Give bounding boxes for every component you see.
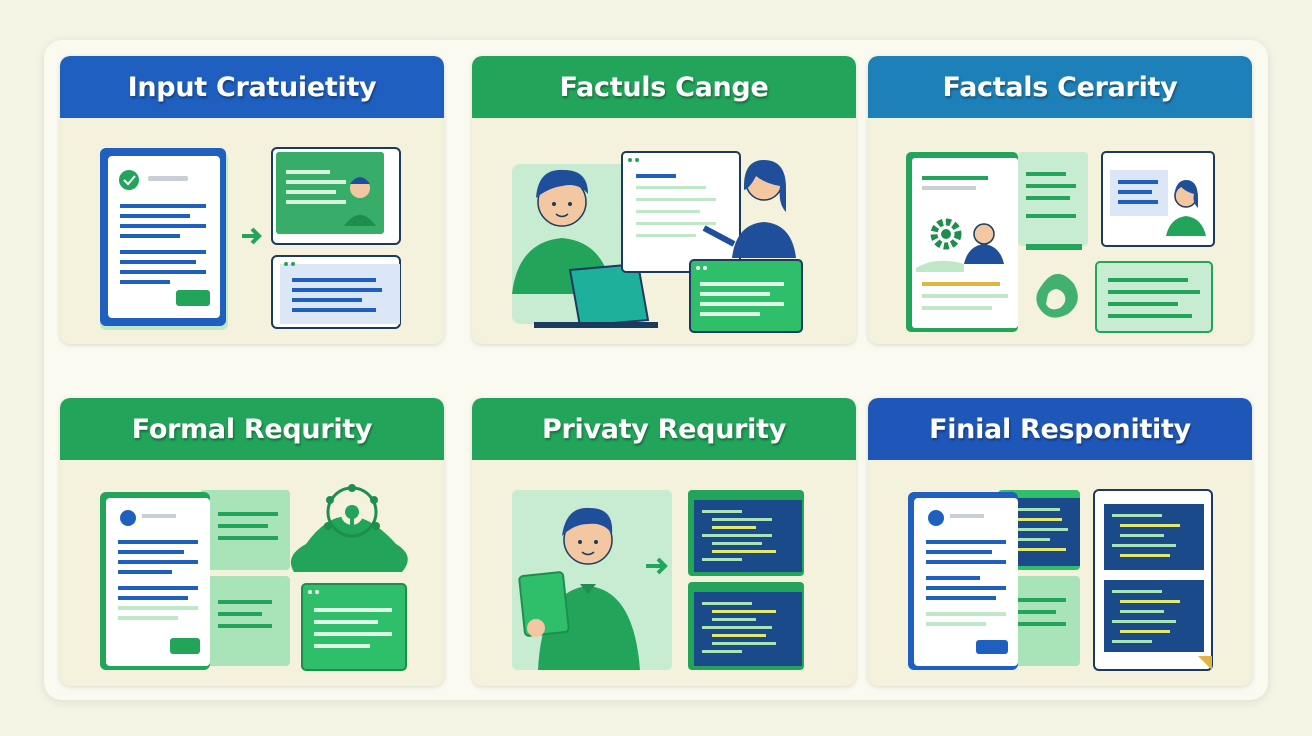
- panel-illustration: [868, 460, 1252, 686]
- tablet-icon: [518, 571, 570, 637]
- profile-window: [271, 147, 401, 245]
- panel-formal: Formal Requrity: [60, 398, 444, 686]
- panel-privacy: Privaty Requrity: [472, 398, 856, 686]
- panel-illustration: [868, 118, 1252, 344]
- arrow-right-icon: [646, 557, 668, 575]
- tree-icon: [290, 484, 408, 572]
- arrow-right-icon: [242, 227, 262, 245]
- code-window-icon: [689, 259, 803, 333]
- panel-title: Privaty Requrity: [472, 398, 856, 460]
- document-icon: [100, 148, 228, 330]
- code-window-icon: [1095, 261, 1213, 333]
- presenter-icon: [702, 160, 796, 258]
- team-window: [906, 152, 1018, 332]
- panel-title: Factuls Cange: [472, 56, 856, 118]
- panel-title: Input Cratuietity: [60, 56, 444, 118]
- panel-title: Finial Responitity: [868, 398, 1252, 460]
- document-icon: [908, 492, 1018, 670]
- recycle-icon: [1036, 273, 1078, 318]
- profile-window: [1101, 151, 1215, 247]
- panel-illustration: [472, 460, 856, 686]
- panel-responsibility: Finial Responitity: [868, 398, 1252, 686]
- text-window: [271, 255, 401, 329]
- panel-illustration: [60, 460, 444, 686]
- panel-clarity: Factals Cerarity: [868, 56, 1252, 344]
- slide-window: [621, 151, 741, 273]
- panel-illustration: [472, 118, 856, 344]
- panel-input: Input Cratuietity: [60, 56, 444, 344]
- side-lines: [1018, 152, 1088, 250]
- panel-title: Formal Requrity: [60, 398, 444, 460]
- panel-illustration: [60, 118, 444, 344]
- document-icon: [100, 490, 290, 670]
- diagram-board: Input Cratuietity: [44, 40, 1268, 700]
- code-window-icon: [1093, 489, 1213, 671]
- gear-icon: [930, 218, 962, 250]
- panel-change: Factuls Cange: [472, 56, 856, 344]
- code-window-icon: [301, 583, 407, 671]
- code-window-icon: [688, 490, 804, 576]
- code-window-icon: [688, 582, 804, 670]
- laptop-icon: [534, 262, 658, 328]
- panel-title: Factals Cerarity: [868, 56, 1252, 118]
